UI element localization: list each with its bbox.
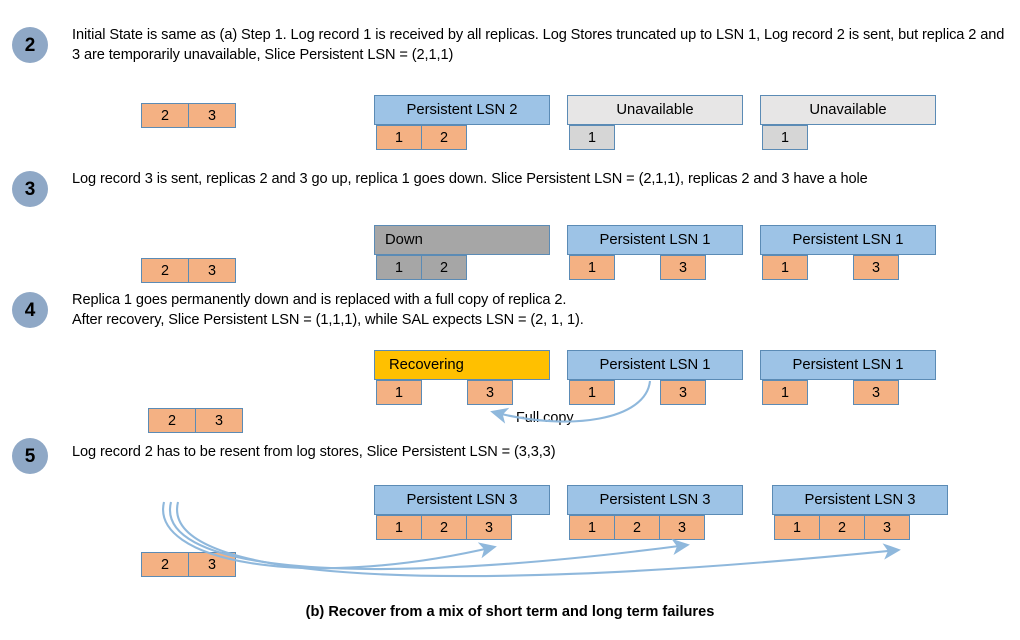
lsn-cell-3: 3: [659, 515, 705, 540]
figure-caption: (b) Recover from a mix of short term and…: [305, 604, 715, 620]
replica-header: Persistent LSN 1: [567, 225, 743, 255]
replica-header: Recovering: [374, 350, 550, 380]
log-store-3: 2 3: [141, 258, 241, 283]
log-store-cell: 2: [141, 552, 189, 577]
lsn-cell-1: 1: [569, 380, 615, 405]
lsn-cell-1: 1: [569, 255, 615, 280]
log-store-cell: 3: [188, 552, 236, 577]
lsn-cell-1: 1: [376, 515, 422, 540]
lsn-cell-2: 2: [421, 515, 467, 540]
lsn-cell-1: 1: [762, 255, 808, 280]
lsn-cell-1: 1: [376, 255, 422, 280]
lsn-cell-3: 3: [853, 380, 899, 405]
lsn-cell-1: 1: [376, 125, 422, 150]
lsn-cell-1: 1: [376, 380, 422, 405]
replica-node-2-1: Persistent LSN 2 1 2: [374, 95, 550, 150]
lsn-cell-3: 3: [660, 380, 706, 405]
replica-node-5-1: Persistent LSN 3 1 2 3: [374, 485, 550, 540]
log-store-cell: 2: [141, 103, 189, 128]
replica-lsn-cells: 1 2: [374, 125, 550, 150]
replica-lsn-cells: 1: [760, 125, 936, 150]
replica-node-3-2: Persistent LSN 1 1 3: [567, 225, 743, 280]
replica-node-3-1: Down 1 2: [374, 225, 550, 280]
replica-header: Persistent LSN 1: [760, 225, 936, 255]
replica-lsn-cells: 1 2: [374, 255, 550, 280]
replica-header: Persistent LSN 3: [567, 485, 743, 515]
step-description-4: Replica 1 goes permanently down and is r…: [72, 292, 584, 328]
lsn-cell-3: 3: [864, 515, 910, 540]
lsn-cell-1: 1: [569, 125, 615, 150]
lsn-cell-1: 1: [569, 515, 615, 540]
lsn-cell-1: 1: [774, 515, 820, 540]
lsn-cell-3: 3: [466, 515, 512, 540]
lsn-cell-2: 2: [421, 255, 467, 280]
replica-header: Persistent LSN 3: [374, 485, 550, 515]
replica-lsn-cells: 1 3: [567, 255, 743, 280]
step-marker-3: 3: [12, 171, 48, 207]
full-copy-label: Full copy: [516, 410, 574, 426]
replica-node-5-3: Persistent LSN 3 1 2 3: [772, 485, 948, 540]
replica-header: Unavailable: [567, 95, 743, 125]
step-description-3: Log record 3 is sent, replicas 2 and 3 g…: [72, 171, 868, 187]
replica-node-2-2: Unavailable 1: [567, 95, 743, 150]
log-store-cell: 3: [195, 408, 243, 433]
replica-lsn-cells: 1 2 3: [374, 515, 550, 540]
step-marker-4: 4: [12, 292, 48, 328]
replica-header: Unavailable: [760, 95, 936, 125]
step-marker-2: 2: [12, 27, 48, 63]
replica-node-2-3: Unavailable 1: [760, 95, 936, 150]
replica-header: Persistent LSN 1: [567, 350, 743, 380]
replica-lsn-cells: 1 2 3: [772, 515, 948, 540]
replica-node-3-3: Persistent LSN 1 1 3: [760, 225, 936, 280]
step-marker-5: 5: [12, 438, 48, 474]
lsn-cell-3: 3: [853, 255, 899, 280]
replica-lsn-cells: 1: [567, 125, 743, 150]
lsn-cell-2: 2: [819, 515, 865, 540]
lsn-cell-1: 1: [762, 380, 808, 405]
log-store-4: 2 3: [148, 408, 248, 433]
replica-lsn-cells: 1 2 3: [567, 515, 743, 540]
log-store-cell: 3: [188, 258, 236, 283]
log-store-5: 2 3: [141, 552, 241, 577]
lsn-cell-2: 2: [614, 515, 660, 540]
replica-header: Persistent LSN 1: [760, 350, 936, 380]
replica-lsn-cells: 1 3: [760, 380, 936, 405]
replica-node-5-2: Persistent LSN 3 1 2 3: [567, 485, 743, 540]
lsn-cell-2: 2: [421, 125, 467, 150]
lsn-cell-3: 3: [467, 380, 513, 405]
log-store-cell: 2: [141, 258, 189, 283]
replica-header: Down: [374, 225, 550, 255]
log-store-2: 2 3: [141, 103, 241, 128]
step-description-2: Initial State is same as (a) Step 1. Log…: [72, 27, 1005, 63]
replica-lsn-cells: 1 3: [567, 380, 743, 405]
replica-node-4-3: Persistent LSN 1 1 3: [760, 350, 936, 405]
replica-header: Persistent LSN 2: [374, 95, 550, 125]
replica-node-4-2: Persistent LSN 1 1 3: [567, 350, 743, 405]
log-store-cell: 3: [188, 103, 236, 128]
lsn-cell-1: 1: [762, 125, 808, 150]
replica-lsn-cells: 1 3: [374, 380, 550, 405]
log-store-cell: 2: [148, 408, 196, 433]
replica-header: Persistent LSN 3: [772, 485, 948, 515]
lsn-cell-3: 3: [660, 255, 706, 280]
step-description-5: Log record 2 has to be resent from log s…: [72, 444, 556, 460]
replica-lsn-cells: 1 3: [760, 255, 936, 280]
replica-node-4-1: Recovering 1 3: [374, 350, 550, 405]
